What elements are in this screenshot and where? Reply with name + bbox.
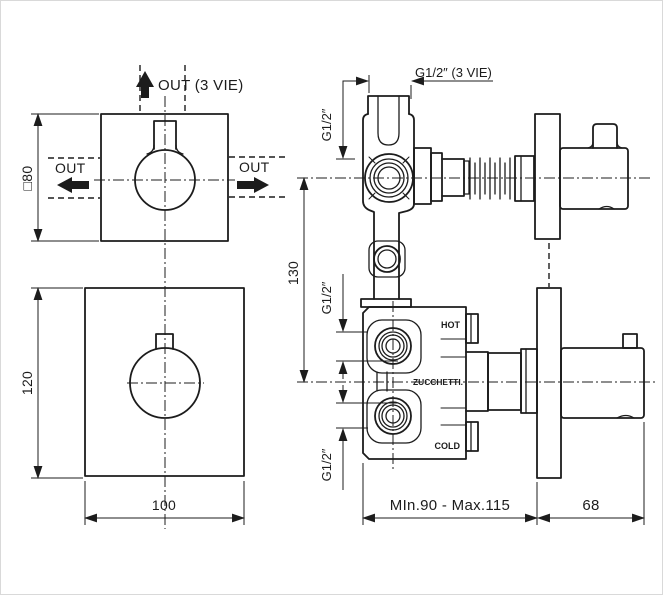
pipe-collar [360, 298, 412, 308]
wall-plate-bottom [536, 287, 562, 479]
cold-marking: COLD [435, 441, 461, 451]
mixer-handle [560, 347, 645, 419]
outlet-left-label: OUT [55, 160, 86, 176]
dim-plate-80: □80 [19, 112, 99, 243]
cold-port-label: G1/2″ [319, 448, 334, 481]
top-port-label: G1/2″ (3 VIE) [415, 65, 492, 80]
brand-marking: ZUCCHETTI. [413, 377, 463, 387]
side-outlet-label: G1/2″ [319, 108, 334, 141]
dim-plate-120: 120 [19, 286, 83, 480]
depth-range-label: MIn.90 - Max.115 [390, 497, 510, 514]
hot-inlet-port [374, 327, 412, 365]
cold-port-boss [366, 389, 422, 444]
port-spacing-label: 130 [285, 261, 301, 285]
rect-plate-120x100 [84, 287, 245, 477]
mixer-handle-knob [622, 333, 638, 349]
arrow-right-icon [237, 177, 269, 193]
hot-stop-block [465, 313, 479, 344]
dim-side-outlet-g12: G1/2″ [319, 80, 355, 160]
outlet-right-label: OUT [239, 159, 270, 175]
middle-port [373, 245, 401, 273]
arrow-left-icon [57, 177, 89, 193]
mixer-plate-and-handle [465, 287, 645, 479]
hot-port-boss [366, 319, 422, 374]
left-outlet-dashed-lines [48, 157, 100, 199]
dim-depth-range: MIn.90 - Max.115 [361, 422, 645, 525]
mixer-body: HOT COLD ZUCCHETTI. [362, 306, 479, 460]
cold-inlet-port [374, 397, 412, 435]
mixer-body-outline [362, 306, 467, 460]
hot-port-label: G1/2″ [319, 281, 334, 314]
handle-depth-label: 68 [582, 497, 599, 514]
plate-width-label: 100 [152, 497, 176, 513]
knob-stem-fillet [146, 144, 184, 155]
dim-plate-100: 100 [83, 481, 246, 525]
dim-top-port-g12-3vie: G1/2″ (3 VIE) [351, 65, 493, 99]
cold-stop-block [465, 421, 479, 452]
arrow-up-icon [136, 71, 154, 98]
top-port [367, 95, 410, 115]
side-outlet-port [364, 153, 414, 203]
hot-marking: HOT [441, 320, 461, 330]
wall-plate-top [534, 113, 561, 240]
middle-port-boss [368, 240, 406, 278]
dim-handle-depth: 68 [536, 497, 646, 523]
side-view-valve: HOT COLD ZUCCHETTI. G1/2″ (3 VIE) G1/2″ [285, 65, 656, 525]
plate-height-label: 120 [19, 371, 35, 395]
mixer-knob-stem [155, 333, 174, 350]
diverter-plate-and-handle [534, 113, 629, 240]
diverter-handle-knob [592, 123, 618, 149]
ribbed-hose-section [469, 157, 511, 200]
port-bore [377, 95, 400, 146]
diverter-body [360, 95, 415, 308]
outlet-connector [413, 147, 535, 205]
dim-cold-g12: G1/2″ [319, 385, 398, 490]
front-view-mixer-trim: 120 100 [19, 286, 246, 525]
diverter-handle [559, 147, 629, 210]
dim-spacing-130: 130 [285, 176, 309, 384]
top-port-dashed-lines [139, 65, 186, 112]
plate-size-label: □80 [19, 166, 35, 191]
square-plate-80 [100, 113, 229, 242]
dim-hot-g12: G1/2″ [319, 274, 398, 379]
front-view-diverter-trim: OUT (3 VIE) OUT OUT □80 [19, 65, 288, 529]
outlet-top-label: OUT (3 VIE) [158, 77, 244, 94]
